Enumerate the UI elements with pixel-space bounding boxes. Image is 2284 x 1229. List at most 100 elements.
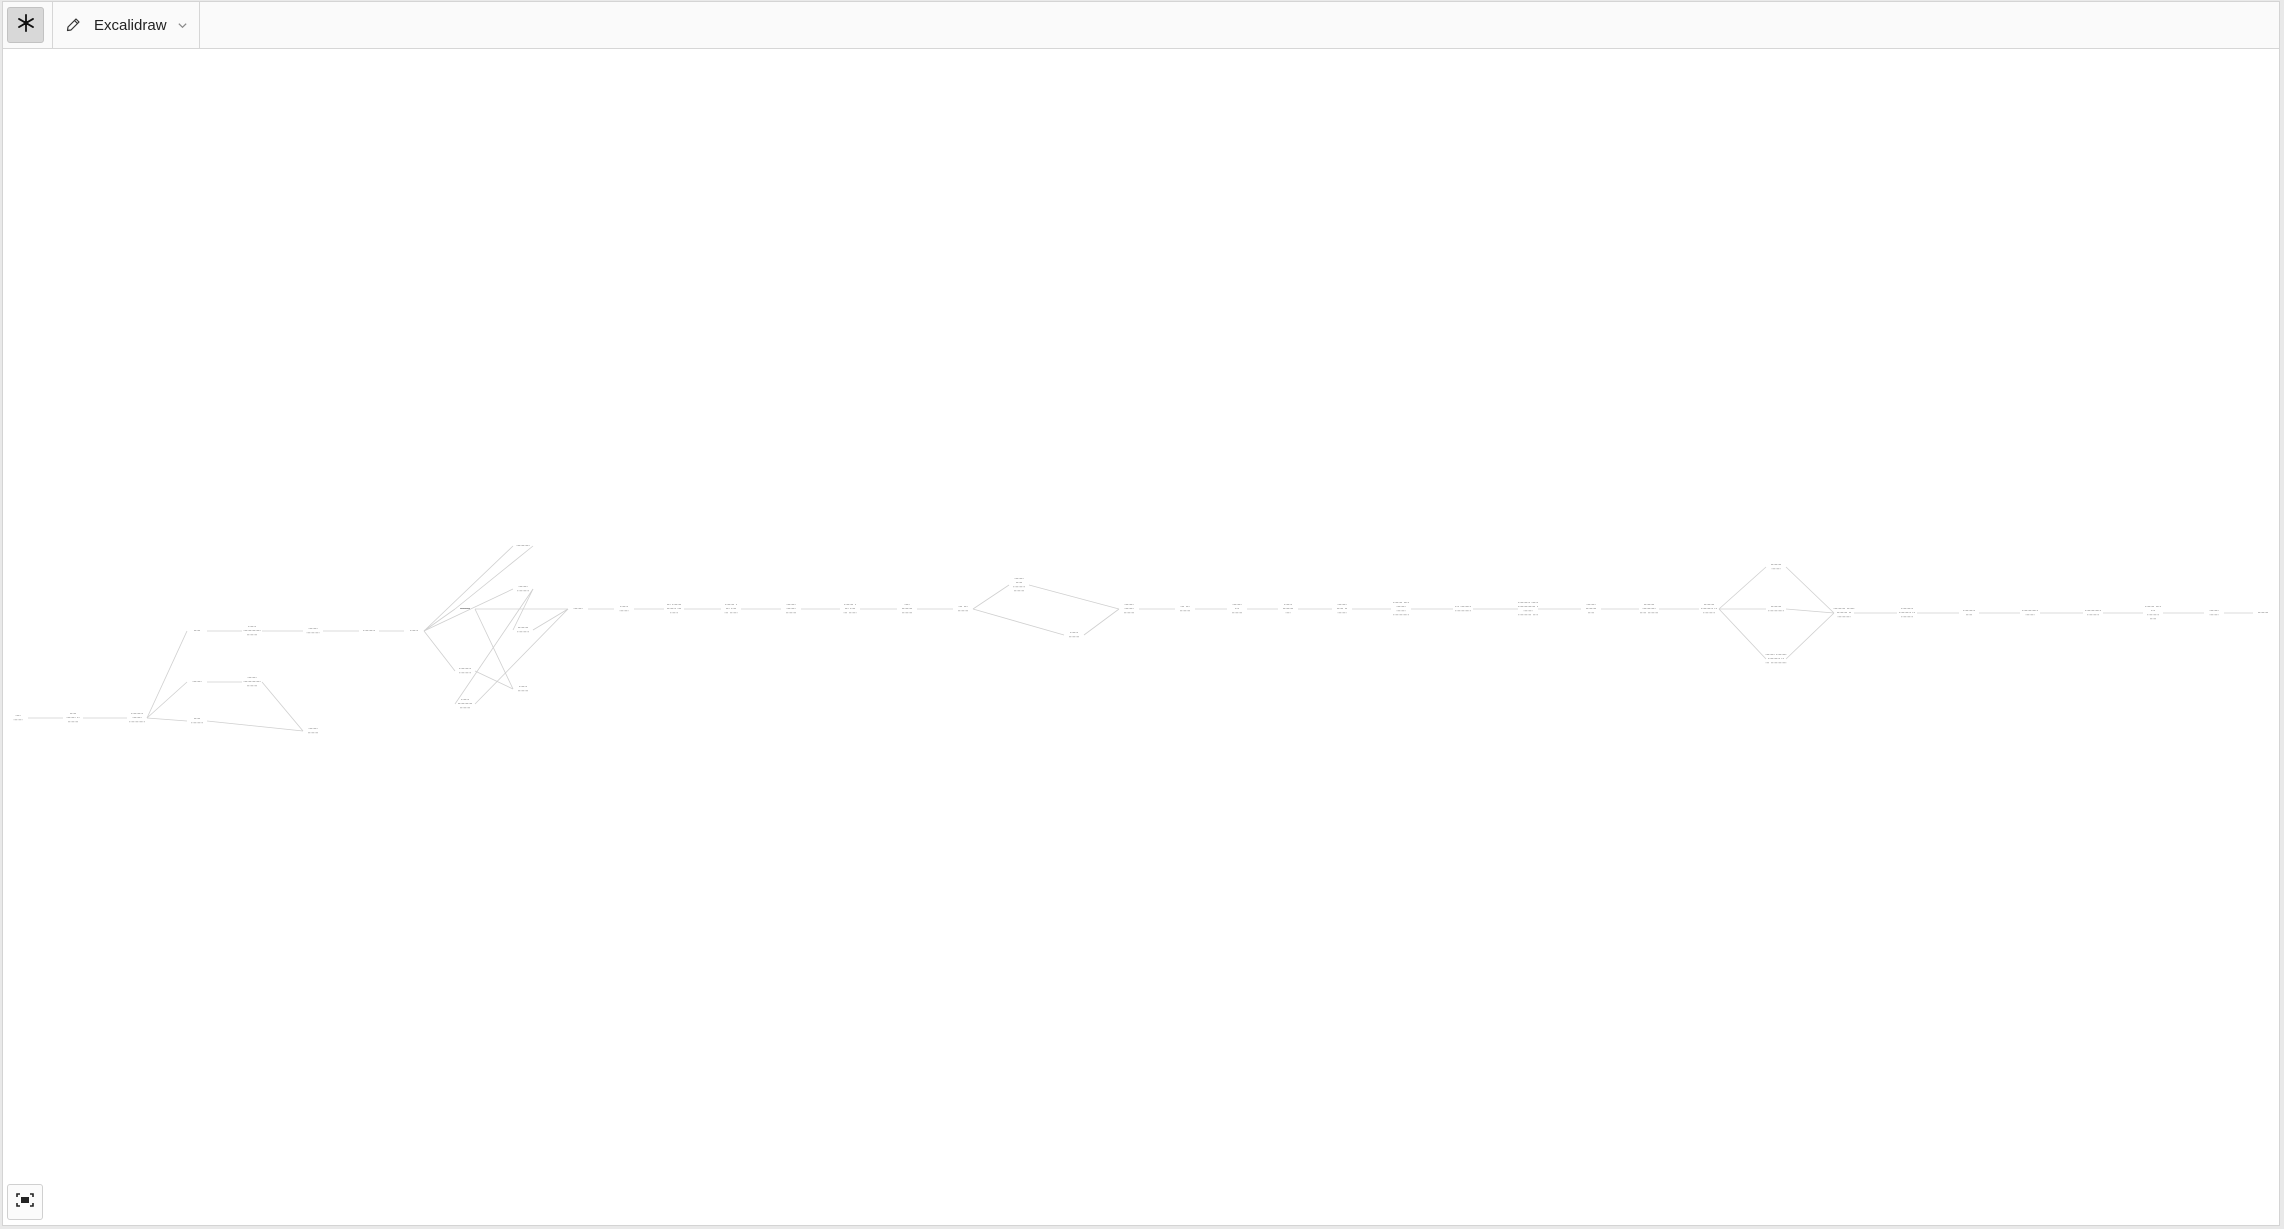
diagram-node[interactable]: ················· [517, 625, 529, 634]
diagram-node[interactable]: ··························· [243, 624, 260, 637]
connector-arrow [1718, 566, 1767, 610]
diagram-node[interactable]: ······ [410, 628, 418, 633]
toolbar-divider [199, 2, 200, 48]
diagram-node[interactable]: ······· ······························ [1393, 600, 1409, 618]
diagram-node[interactable]: ······················ [1124, 602, 1135, 615]
node-label: ·········· [1837, 614, 1850, 619]
diagram-node[interactable]: ········· ·················· ···········… [1518, 600, 1538, 618]
diagram-node[interactable]: ···················· [1586, 602, 1597, 615]
diagram-node[interactable]: ···················· [1768, 604, 1784, 613]
diagram-node[interactable]: ·················· [459, 666, 471, 675]
diagram-node[interactable]: ·················· ··········· [1899, 606, 1915, 619]
node-label: ······· [308, 626, 317, 631]
node-label: ····· [70, 711, 77, 716]
node-label: ········ [1704, 602, 1715, 607]
node-label: ········ [786, 610, 797, 615]
diagram-node[interactable]: ··················· [2022, 608, 2038, 617]
node-label: ······· [192, 679, 201, 684]
connector-arrow [423, 608, 456, 632]
app-logo-button[interactable] [7, 7, 44, 43]
diagram-node[interactable]: ·············· [191, 716, 203, 725]
diagram-node[interactable]: ······· ····················· [2145, 604, 2161, 622]
diagram-node[interactable]: ········ [2258, 610, 2269, 615]
node-label: ······· · [725, 602, 737, 607]
diagram-node[interactable]: ·················· [1232, 602, 1243, 615]
node-label: ······ [620, 604, 628, 609]
diagram-node[interactable]: ·········· [516, 543, 529, 548]
node-label: ····· [1966, 612, 1973, 617]
node-label: ········ [958, 608, 969, 613]
diagram-node[interactable]: ·················· [1283, 602, 1294, 615]
diagram-node[interactable]: ···················· [902, 602, 913, 615]
diagram-node[interactable]: ······· [573, 606, 582, 611]
diagram-node[interactable]: ········· ·············· ············ [1833, 606, 1854, 619]
diagram-node[interactable]: ····························· [1013, 576, 1025, 594]
node-label: ····· [2150, 617, 2157, 622]
node-label: ·········· [1642, 606, 1655, 611]
node-label: ······· · [844, 602, 856, 607]
diagram-node[interactable]: ··········· [13, 713, 22, 722]
node-label: ········ [902, 610, 913, 615]
diagram-node[interactable]: ···························· [129, 711, 145, 724]
node-label: ············· [243, 628, 260, 633]
node-label: ········· [363, 628, 375, 633]
diagram-node[interactable]: ············· [619, 604, 628, 613]
node-label: ············· [243, 679, 260, 684]
diagram-node[interactable]: ················ [517, 584, 529, 593]
diagram-node[interactable]: ······················ [786, 602, 797, 615]
diagram-node[interactable]: ······· [192, 679, 201, 684]
diagram-node[interactable]: ··············· [308, 726, 319, 735]
diagram-node[interactable]: ············ ········· [1337, 602, 1348, 615]
node-label: ··· ······ [843, 610, 856, 615]
node-label: ········ [460, 606, 471, 611]
connector-arrow [1028, 584, 1120, 610]
diagram-node[interactable]: ········· [363, 628, 375, 633]
node-label: ········· [1901, 614, 1913, 619]
node-label: ········ [1771, 604, 1782, 609]
diagram-node[interactable]: ··············· [1771, 562, 1782, 571]
fit-to-screen-button[interactable] [7, 1184, 43, 1220]
diagram-node[interactable]: ········ [460, 606, 471, 611]
diagram-node[interactable]: ······················· ········ [1640, 602, 1659, 615]
diagram-node[interactable]: ······· [460, 606, 469, 611]
node-label: ····· [1016, 580, 1023, 585]
connector-arrow [532, 608, 569, 631]
connector-arrow [146, 681, 188, 719]
node-label: ······· [132, 715, 141, 720]
node-label: ············ [1393, 613, 1409, 618]
diagram-node[interactable]: ······· ···· ······· ······ [724, 602, 737, 615]
diagram-node[interactable]: ······· ···· ······· ······ [843, 602, 856, 615]
connector-arrow [512, 588, 534, 631]
diagram-node[interactable]: ······· ················· ····· ········… [1765, 652, 1786, 665]
diagram-node[interactable]: ············ ·········· [66, 711, 79, 724]
node-label: ··· ···· [726, 606, 737, 611]
node-label: ······· [573, 606, 582, 611]
diagram-node[interactable]: ···························· [243, 675, 260, 688]
diagram-node[interactable]: ·············· [1069, 630, 1080, 639]
node-label: ········· [191, 720, 203, 725]
node-label: ············ [2085, 608, 2101, 613]
node-label: ········ [68, 719, 79, 724]
node-label: ······· [1014, 576, 1023, 581]
diagram-node[interactable]: ··· ·············· ········· [667, 602, 682, 615]
fit-screen-icon [16, 1192, 34, 1212]
diagram-node[interactable]: ····· [194, 628, 201, 633]
node-label: ··· ········ [1455, 604, 1471, 609]
diagram-node[interactable]: ·············· [518, 684, 529, 693]
diagram-node[interactable]: ··· ··········· [1180, 604, 1191, 613]
drawing-canvas[interactable]: ······················· ················… [3, 49, 2279, 1225]
node-label: ········· [517, 588, 529, 593]
diagram-node[interactable]: ····················· [2085, 608, 2101, 617]
diagram-node[interactable]: ················· ··········· [1701, 602, 1717, 615]
diagram-node[interactable]: ··· ···················· [1455, 604, 1471, 613]
diagram-node[interactable]: ··· ··········· [958, 604, 969, 613]
diagram-node[interactable]: ·············· [2209, 608, 2218, 617]
diagram-node[interactable]: ·············· [1963, 608, 1975, 617]
diagram-node[interactable]: ························· [458, 697, 473, 710]
node-label: ··· ······· [667, 602, 682, 607]
diagram-node[interactable]: ················· [306, 626, 319, 635]
node-label: ·········· ···· [1518, 613, 1538, 618]
app-selector-dropdown[interactable]: Excalidraw [53, 2, 199, 48]
